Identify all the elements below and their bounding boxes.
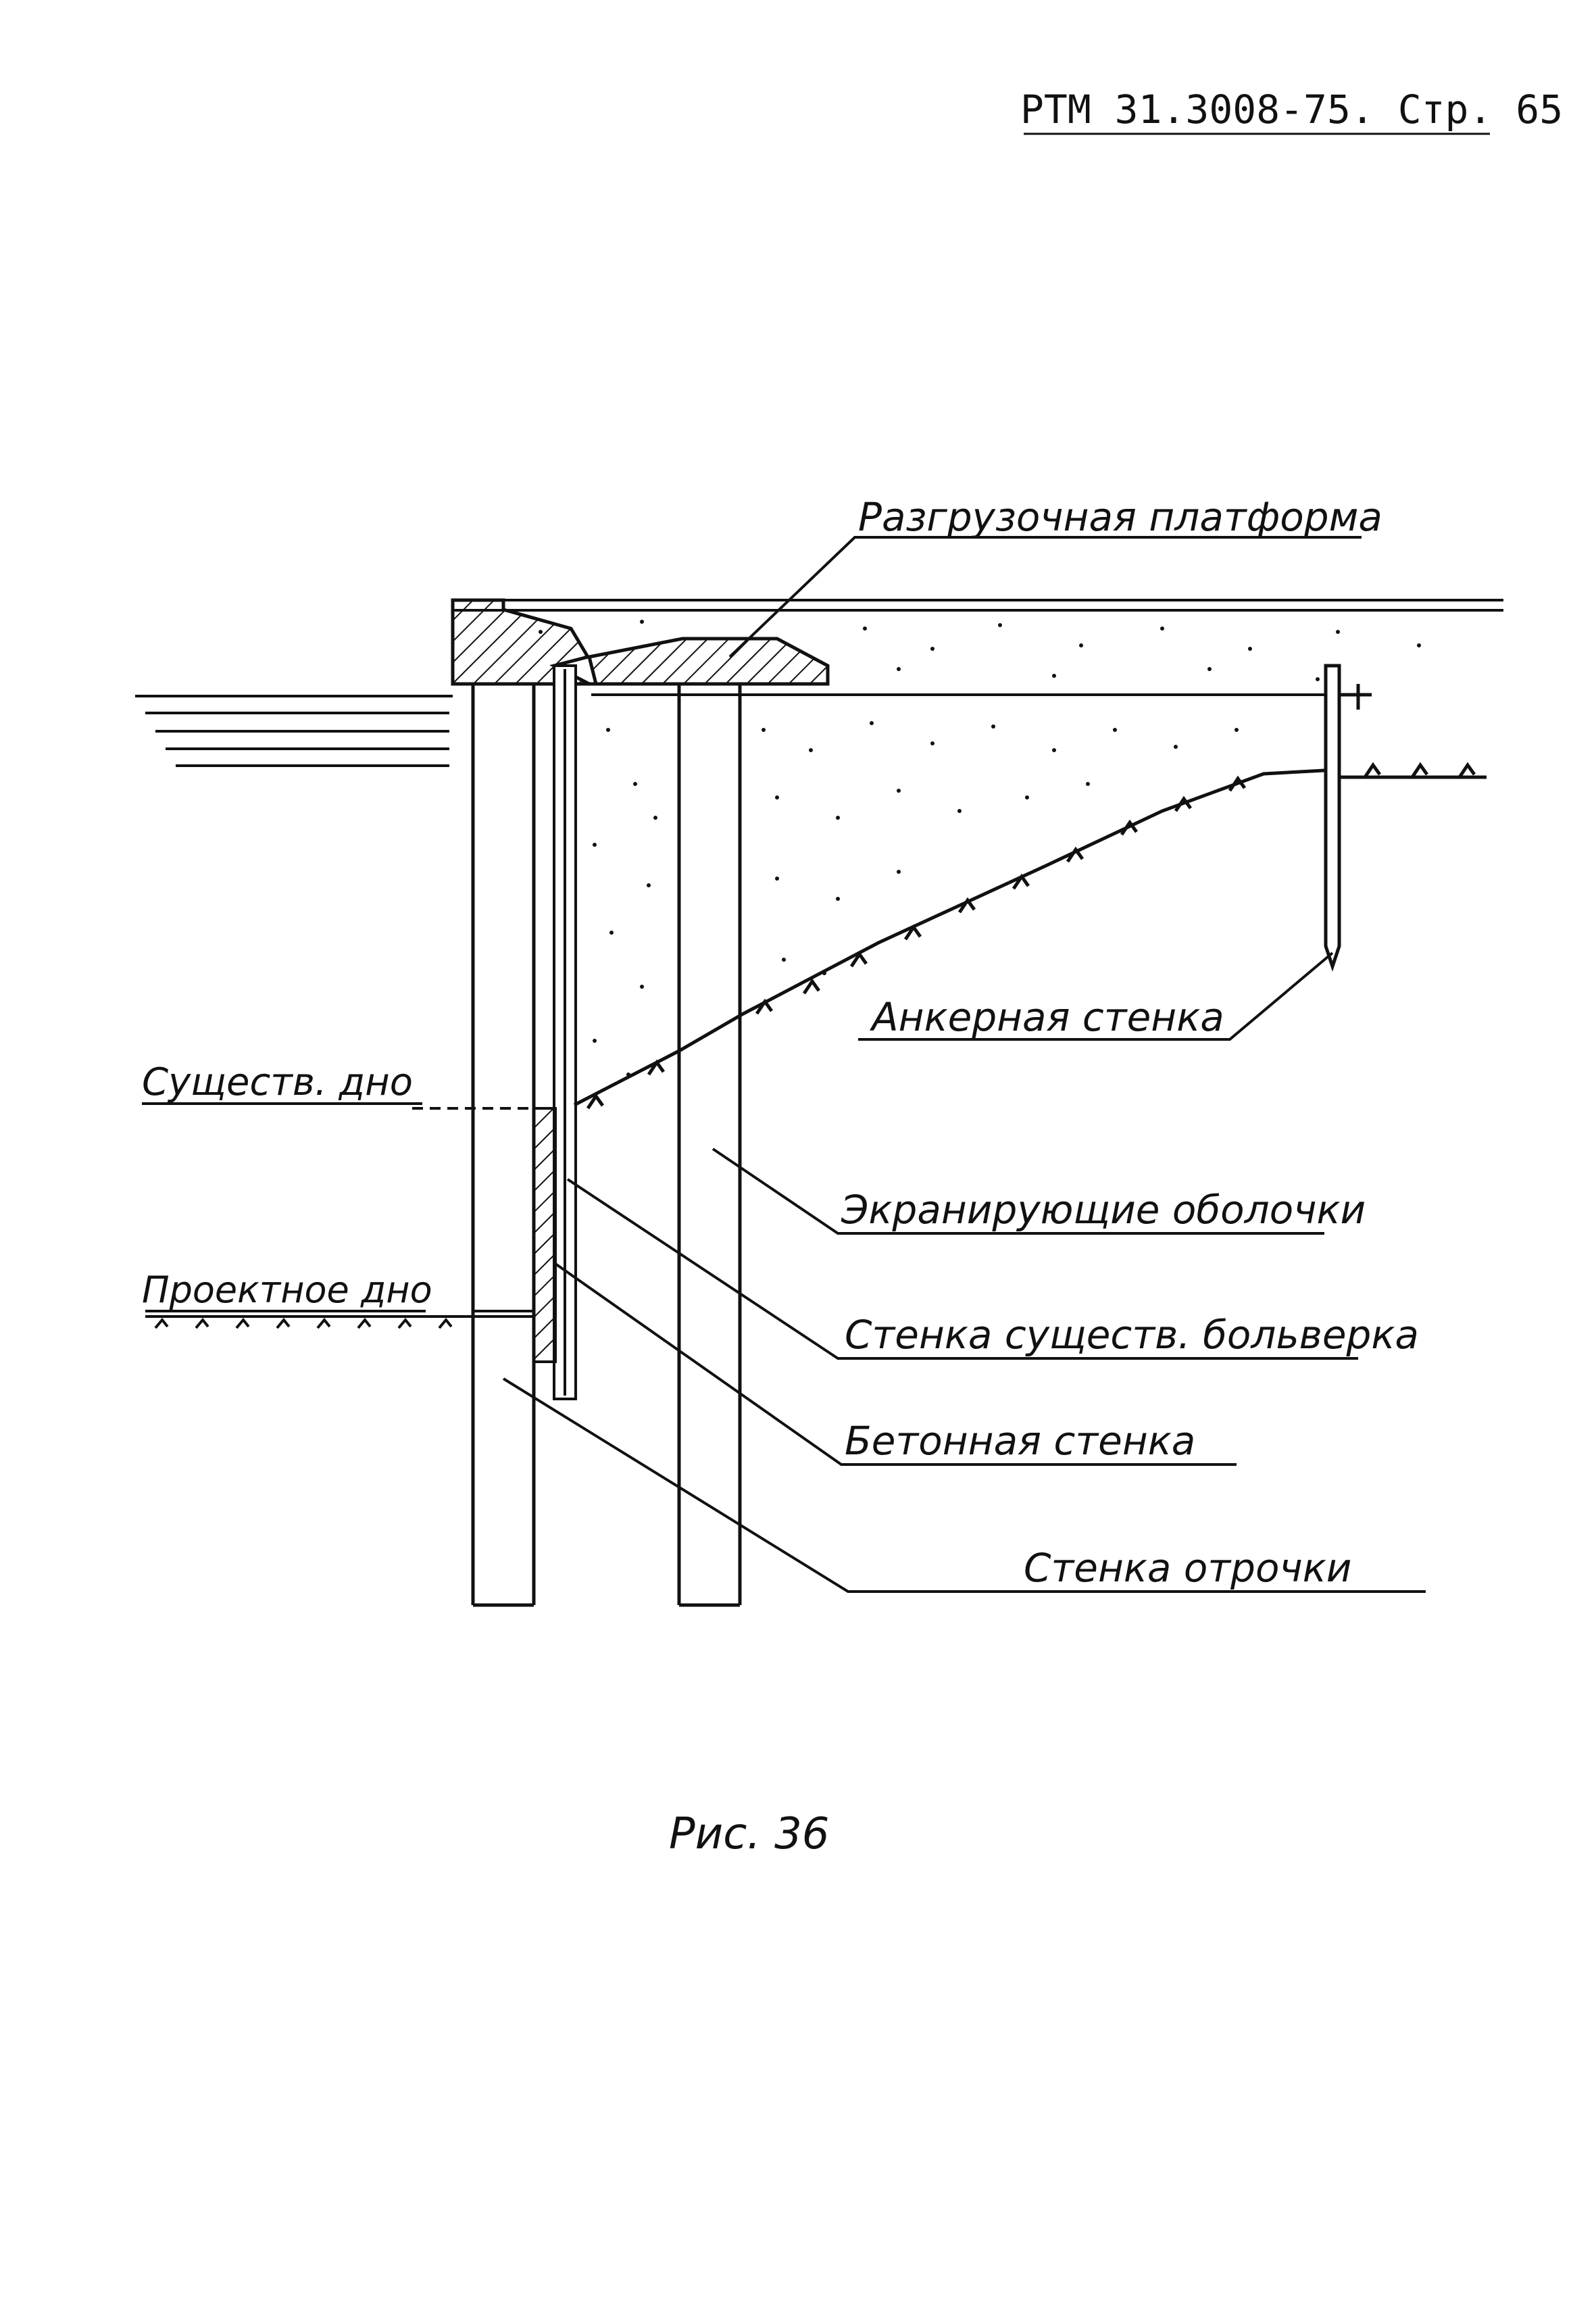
label-existing-bulkhead-wall: Стенка существ. больверка <box>845 1312 1419 1358</box>
label-concrete-wall: Бетонная стенка <box>845 1418 1195 1464</box>
label-unloading-platform: Разгрузочная платформа <box>858 494 1382 540</box>
label-anchor-wall: Анкерная стенка <box>869 994 1224 1040</box>
anchor-wall <box>1324 664 1372 972</box>
figure-caption: Рис. 36 <box>669 1809 830 1859</box>
fill-soil-texture <box>539 620 1421 1077</box>
concrete-wall <box>532 1107 557 1363</box>
screening-shell-left <box>471 684 536 1607</box>
leader-lines <box>142 536 1426 1593</box>
natural-ground-slope <box>573 762 1487 1110</box>
design-bottom-line <box>145 1310 534 1329</box>
document-code: РТМ 31.3008-75. Стр. 65 <box>1020 87 1563 132</box>
label-existing-bottom: Существ. дно <box>142 1060 413 1104</box>
label-design-bottom: Проектное дно <box>142 1269 432 1311</box>
quay-top-surface <box>453 599 1503 696</box>
screening-shell-right <box>677 684 742 1607</box>
label-trench-wall: Стенка отрочки <box>1024 1545 1351 1591</box>
water-surface <box>135 695 453 767</box>
label-screening-shells: Экранирующие оболочки <box>841 1187 1366 1233</box>
existing-bulkhead-sheet-pile <box>553 664 577 1400</box>
unloading-platform <box>451 598 830 686</box>
